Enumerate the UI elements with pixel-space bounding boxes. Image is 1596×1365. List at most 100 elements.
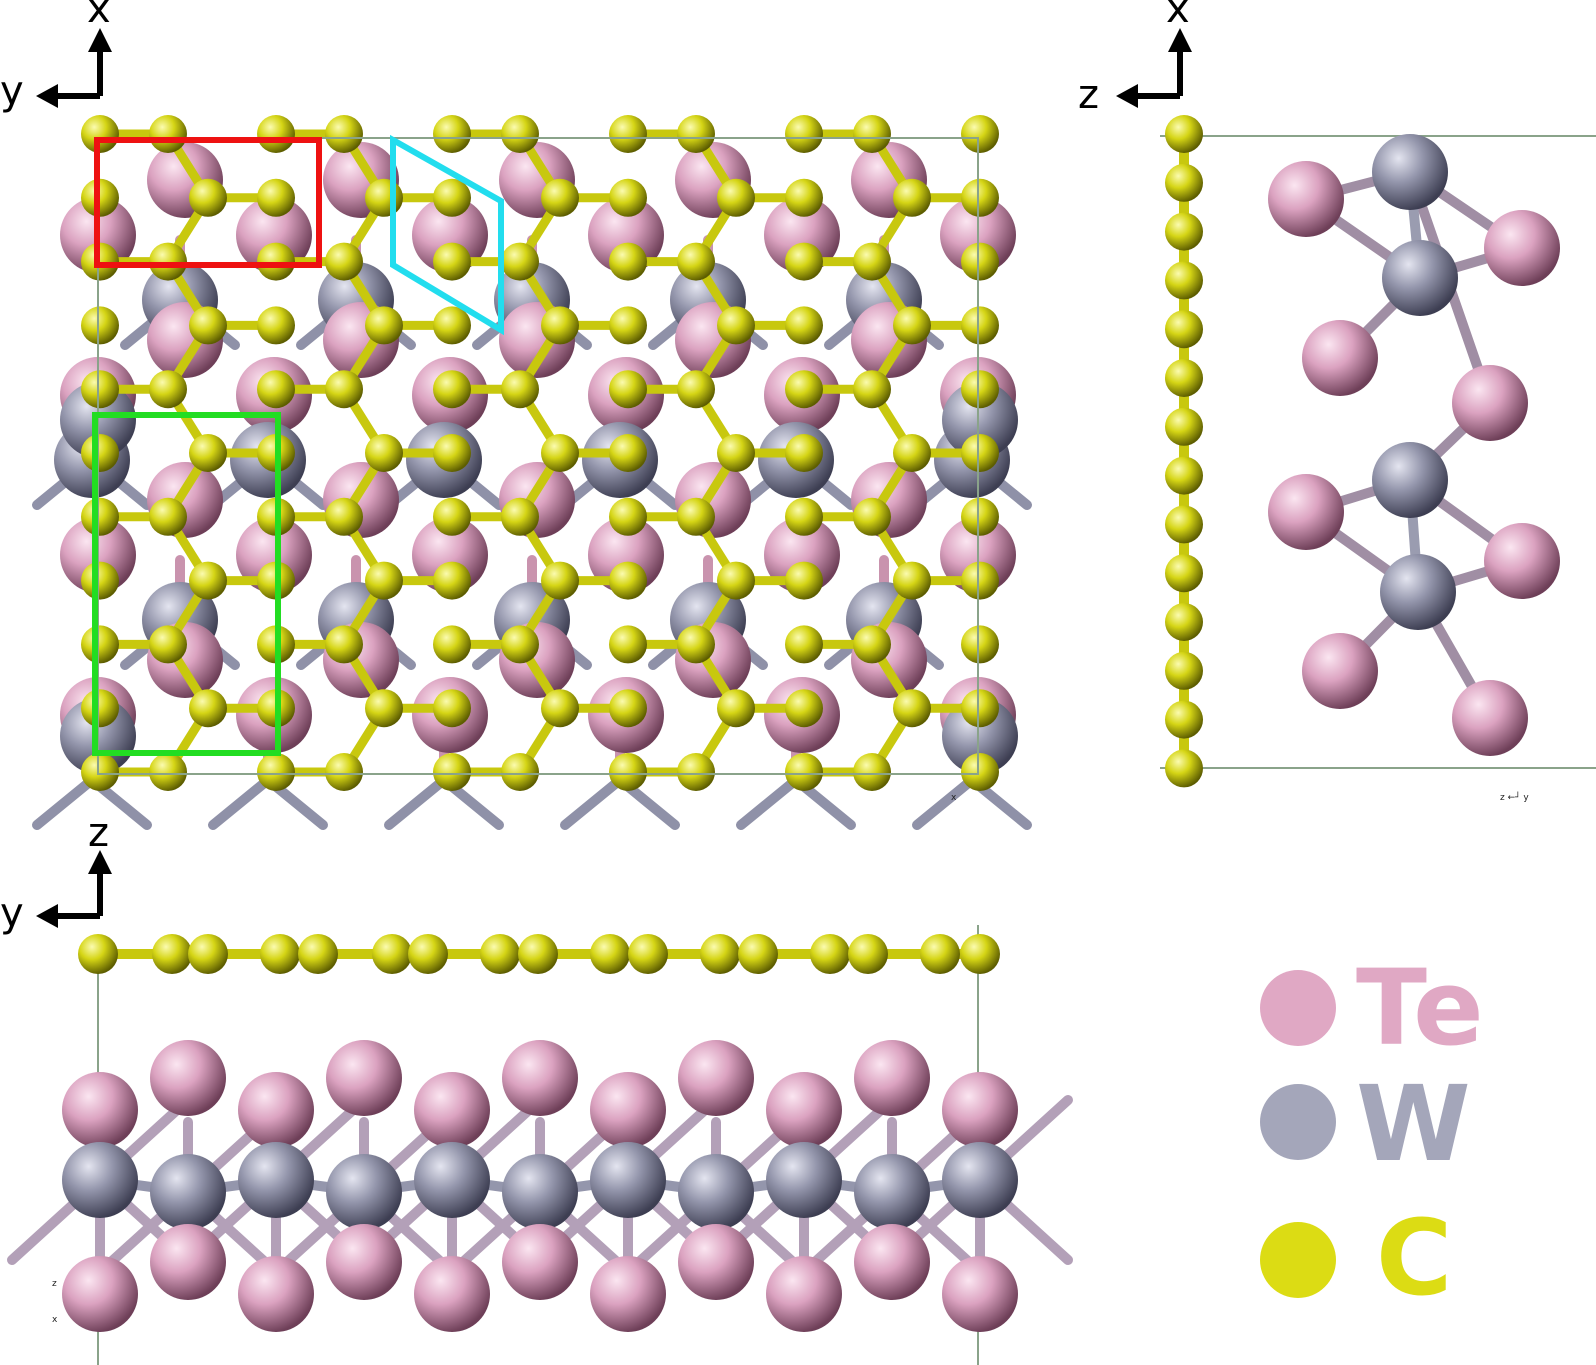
c-atom: [325, 625, 363, 664]
c-atom: [433, 689, 471, 728]
te-atom: [502, 1040, 578, 1116]
c-atom: [961, 306, 999, 345]
te-atom: [150, 1040, 226, 1116]
w-atom: [766, 1142, 842, 1218]
c-atom: [961, 625, 999, 664]
c-atom: [260, 934, 300, 974]
c-atom: [893, 178, 931, 217]
c-atom: [501, 115, 539, 153]
c-atom: [149, 497, 187, 536]
c-atom: [501, 497, 539, 536]
w-te-bond: [736, 775, 801, 830]
top-view-carbon-bonds: [95, 129, 985, 777]
c-atom: [433, 370, 471, 409]
w-atom: [590, 1142, 666, 1218]
c-atom: [853, 370, 891, 409]
te-atom: [766, 1072, 842, 1148]
c-atom: [433, 753, 471, 791]
c-atom: [677, 497, 715, 536]
c-atom: [541, 561, 579, 600]
c-atom: [590, 934, 630, 974]
c-atom: [433, 434, 471, 472]
te-atom: [150, 1224, 226, 1300]
c-atom: [961, 370, 999, 409]
c-atom: [433, 306, 471, 345]
red-rectangle: [94, 137, 322, 268]
c-atom: [325, 242, 363, 281]
w-atom: [678, 1154, 754, 1230]
c-atom: [853, 497, 891, 536]
c-atom: [677, 753, 715, 791]
c-atom: [541, 434, 579, 472]
legend: Te W C: [1260, 947, 1484, 1319]
c-atom: [81, 115, 119, 153]
c-atom: [893, 434, 931, 472]
c-atom: [1165, 359, 1203, 397]
c-atom: [365, 434, 403, 472]
c-atom: [325, 753, 363, 791]
c-atom: [365, 689, 403, 728]
c-atom: [1165, 163, 1203, 202]
top-view-carbon-atoms: [81, 115, 999, 791]
c-atom: [189, 306, 227, 345]
c-atom: [149, 753, 187, 791]
c-atom: [628, 934, 668, 974]
c-atom: [257, 115, 295, 153]
side-view-atoms: [1165, 115, 1560, 788]
c-atom: [961, 689, 999, 728]
c-atom: [433, 497, 471, 536]
c-atom: [78, 934, 118, 974]
c-atom: [961, 242, 999, 281]
te-atom: [1452, 680, 1528, 756]
c-atom: [609, 178, 647, 217]
w-atom: [414, 1142, 490, 1218]
c-atom: [189, 178, 227, 217]
legend-item-te: Te: [1260, 947, 1484, 1069]
side-view-axis-up-label: x: [1166, 0, 1190, 32]
te-atom: [326, 1040, 402, 1116]
w-atom: [942, 382, 1018, 458]
te-atom: [414, 1072, 490, 1148]
c-atom: [853, 115, 891, 153]
c-atom: [677, 242, 715, 281]
te-atom: [62, 1072, 138, 1148]
c-atom: [961, 497, 999, 536]
te-atom: [502, 1224, 578, 1300]
c-atom: [961, 178, 999, 217]
te-atom: [414, 1256, 490, 1332]
c-atom: [810, 934, 850, 974]
c-atom: [848, 934, 888, 974]
c-atom: [785, 497, 823, 536]
w-atom: [942, 698, 1018, 774]
te-atom: [1268, 474, 1344, 550]
c-atom: [677, 370, 715, 409]
c-atom: [325, 370, 363, 409]
legend-swatch-w: [1260, 1084, 1336, 1160]
c-atom: [1165, 456, 1203, 495]
c-atom: [1165, 212, 1203, 251]
c-atom: [81, 753, 119, 791]
c-atom: [188, 934, 228, 974]
front-view-axis-up-label: z: [88, 810, 109, 856]
top-view: x x y: [0, 0, 1032, 830]
te-atom: [942, 1256, 1018, 1332]
side-view-axes: x z: [1078, 0, 1192, 118]
c-atom: [1165, 700, 1203, 739]
c-atom: [325, 497, 363, 536]
te-atom: [590, 1072, 666, 1148]
c-atom: [152, 934, 192, 974]
te-atom: [766, 1256, 842, 1332]
c-atom: [541, 689, 579, 728]
c-atom: [785, 434, 823, 472]
c-atom: [609, 306, 647, 345]
te-atom: [62, 1256, 138, 1332]
te-atom: [678, 1224, 754, 1300]
c-atom: [785, 306, 823, 345]
c-atom: [1165, 603, 1203, 641]
c-atom: [81, 497, 119, 536]
c-atom: [700, 934, 740, 974]
legend-label-c: C: [1376, 1197, 1452, 1319]
te-atom: [1268, 161, 1344, 237]
c-atom: [961, 115, 999, 153]
